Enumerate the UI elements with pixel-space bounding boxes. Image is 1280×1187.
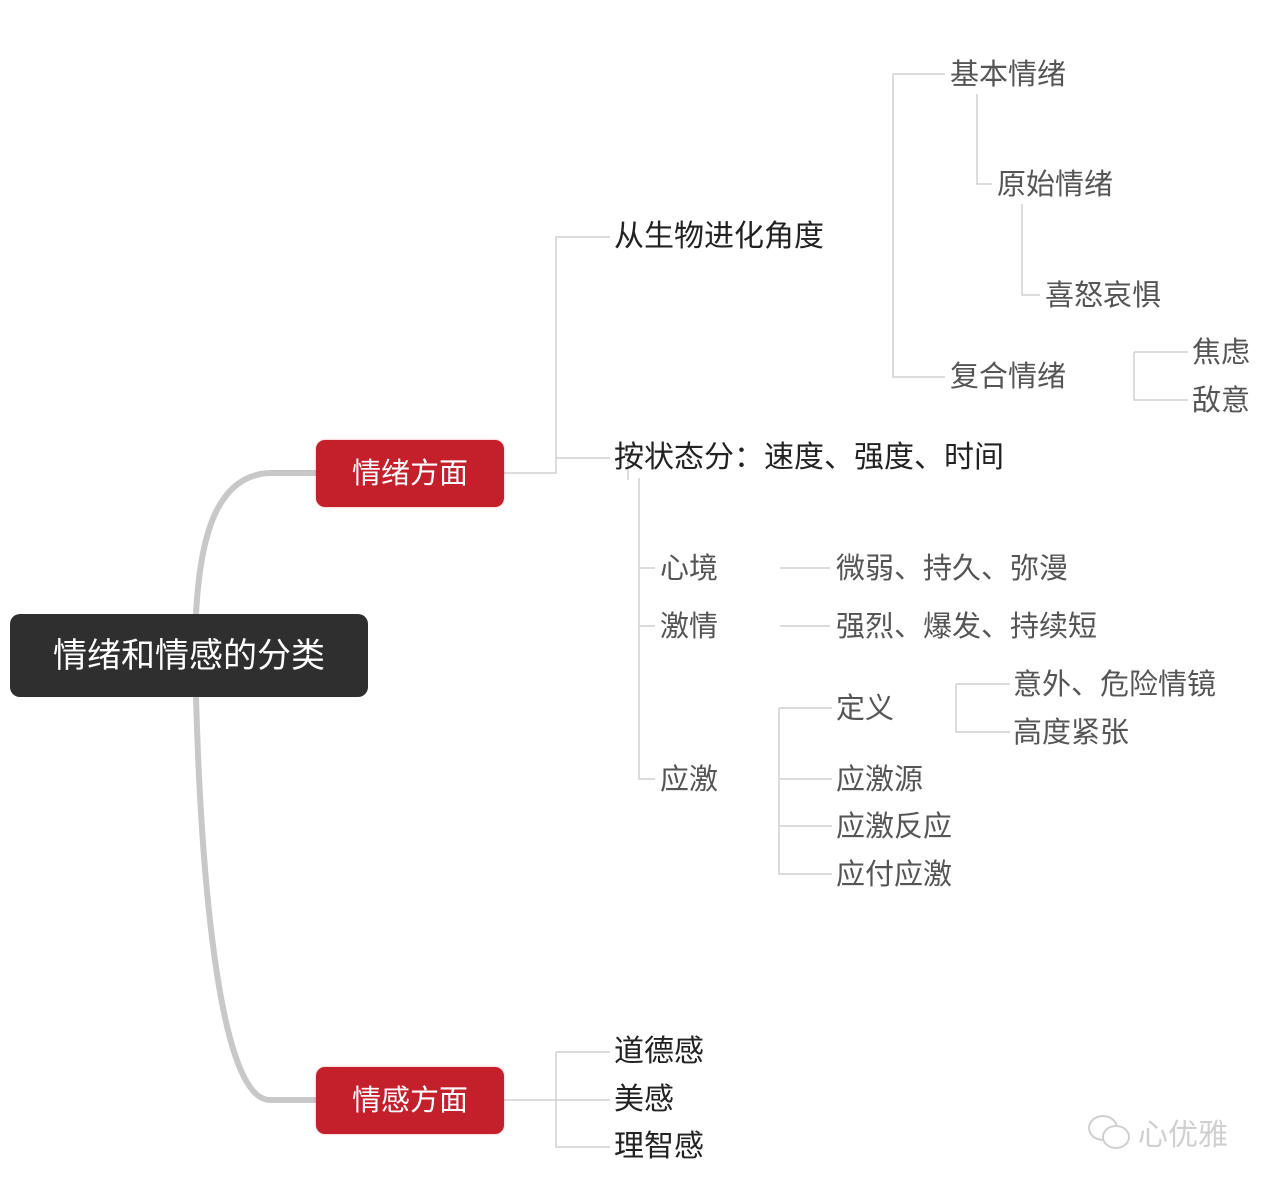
node-mood[interactable]: 心境 — [660, 551, 719, 585]
node-aesthetic-sense[interactable]: 美感 — [614, 1082, 674, 1117]
node-compound-emotion[interactable]: 复合情绪 — [950, 359, 1067, 393]
node-mood-desc[interactable]: 微弱、持久、弥漫 — [836, 551, 1069, 585]
node-hostility[interactable]: 敌意 — [1192, 383, 1251, 417]
node-stress-response[interactable]: 应激反应 — [836, 809, 953, 843]
node-stressor[interactable]: 应激源 — [836, 762, 924, 796]
watermark-text: 心优雅 — [1138, 1118, 1228, 1153]
node-definition[interactable]: 定义 — [836, 691, 895, 725]
node-moral-sense[interactable]: 道德感 — [614, 1034, 704, 1069]
node-by-state[interactable]: 按状态分：速度、强度、时间 — [614, 440, 1004, 475]
node-coping-stress[interactable]: 应付应激 — [836, 857, 953, 891]
node-stress[interactable]: 应激 — [660, 762, 719, 796]
branch-emotion[interactable]: 情绪方面 — [316, 440, 504, 507]
node-joy-anger-sorrow-fear[interactable]: 喜怒哀惧 — [1045, 278, 1162, 312]
wechat-icon — [1088, 1115, 1132, 1149]
watermark: 心优雅 — [1088, 1110, 1228, 1154]
node-anxiety[interactable]: 焦虑 — [1192, 335, 1251, 369]
node-primitive-emotion[interactable]: 原始情绪 — [997, 167, 1114, 201]
node-passion-desc[interactable]: 强烈、爆发、持续短 — [836, 609, 1098, 643]
node-rational-sense[interactable]: 理智感 — [614, 1129, 704, 1164]
node-high-tension[interactable]: 高度紧张 — [1013, 715, 1130, 749]
node-passion[interactable]: 激情 — [660, 609, 719, 643]
root-node[interactable]: 情绪和情感的分类 — [10, 614, 368, 697]
branch-feeling[interactable]: 情感方面 — [316, 1067, 504, 1134]
node-evolution[interactable]: 从生物进化角度 — [614, 219, 824, 254]
node-basic-emotion[interactable]: 基本情绪 — [950, 57, 1067, 91]
node-unexpected-danger[interactable]: 意外、危险情镜 — [1013, 667, 1217, 701]
